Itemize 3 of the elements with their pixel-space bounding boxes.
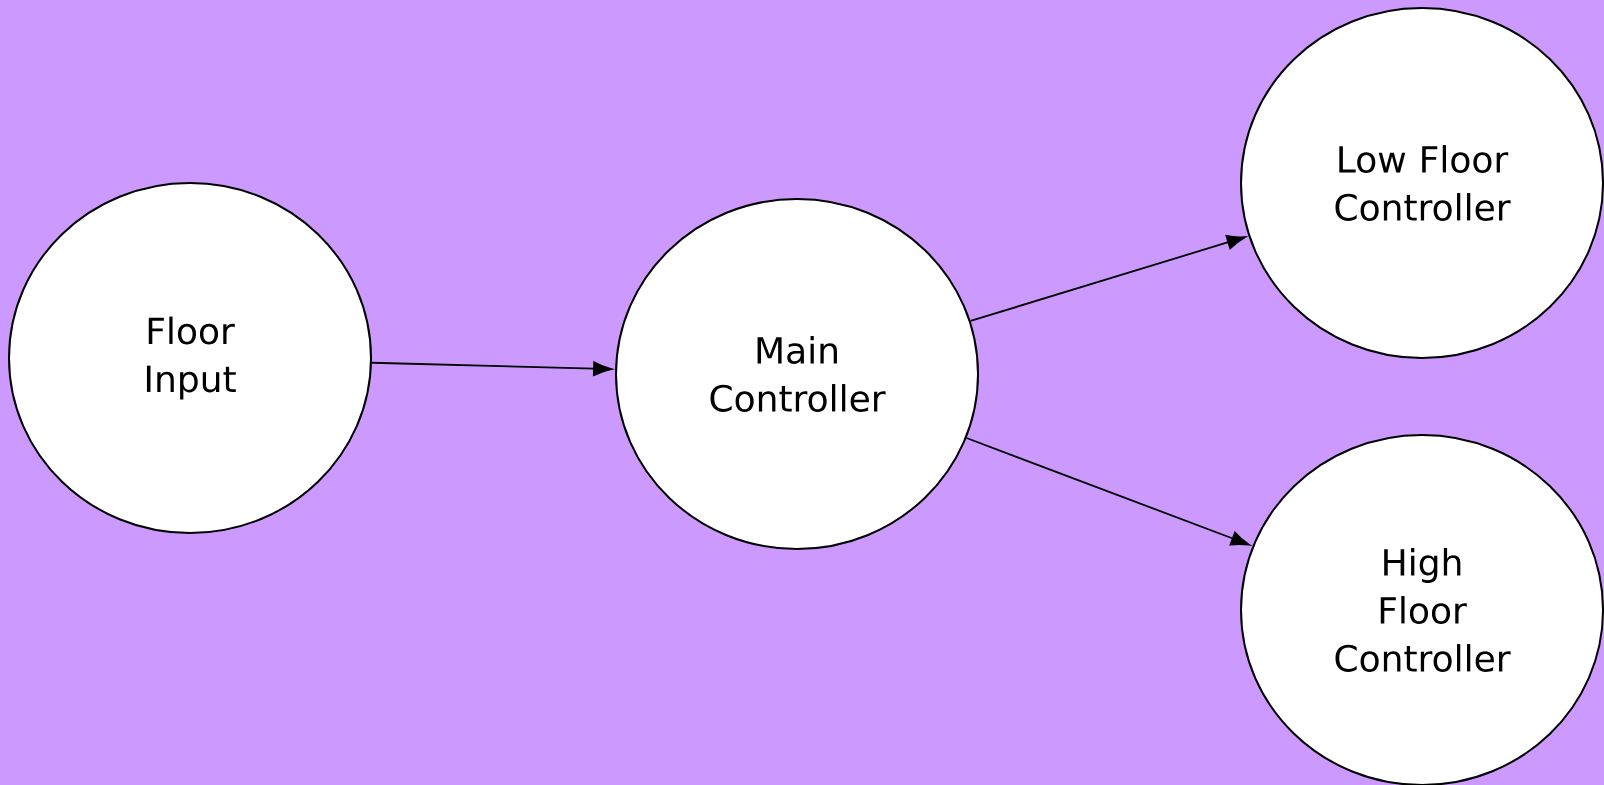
arrow xyxy=(371,361,613,376)
arrow xyxy=(965,437,1250,546)
arrow xyxy=(969,235,1246,322)
